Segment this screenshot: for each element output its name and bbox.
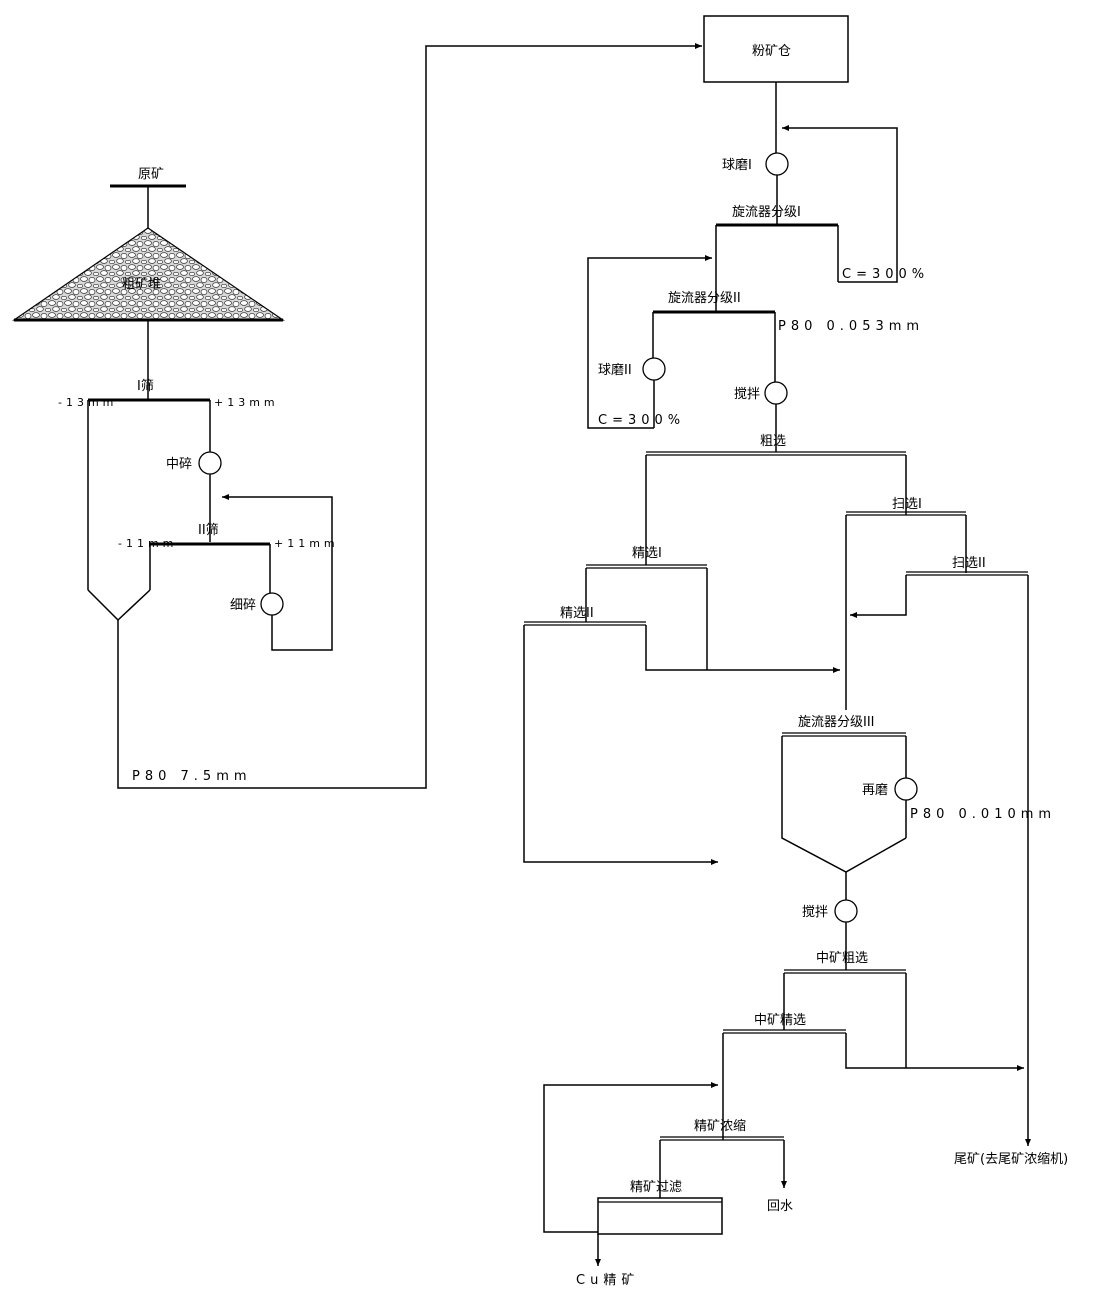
cleaner-1-label: 精选I — [632, 546, 662, 561]
middling-cleaner-label: 中矿精选 — [754, 1013, 806, 1028]
screen-2-minus-label: -11mm — [118, 537, 177, 550]
regrind-p80-label: P80 0.010mm — [910, 807, 1056, 822]
middling-rougher-label: 中矿粗选 — [816, 951, 868, 966]
raw-ore-label: 原矿 — [138, 167, 164, 182]
filter-unit — [597, 1197, 723, 1235]
ball-mill-2-icon — [642, 357, 666, 381]
conc-thicken-label: 精矿浓缩 — [694, 1118, 746, 1134]
screen-1-label: I筛 — [137, 379, 154, 394]
scavenger-2-label: 扫选II — [952, 556, 986, 571]
cyclone-1-label: 旋流器分级I — [732, 205, 801, 220]
fine-ore-bin — [703, 15, 849, 83]
rougher-label: 粗选 — [760, 434, 786, 449]
regrind-mill-icon — [894, 777, 918, 801]
regrind-label: 再磨 — [862, 783, 888, 798]
screen-1-plus-label: +13mm — [214, 396, 279, 409]
grind-p80-label: P80 0.053mm — [778, 319, 924, 334]
crush-p80-label: P80 7.5mm — [132, 769, 252, 784]
cyclone-3-label: 旋流器分级III — [798, 715, 875, 730]
concentrate-handling: 精矿浓缩 回水 精矿过滤 Cu精矿 — [543, 1082, 793, 1288]
ball-mill-1-label: 球磨I — [722, 158, 752, 173]
coarse-pile-label: 粗矿堆 — [122, 277, 161, 292]
coarse-ore-pile — [12, 227, 285, 321]
fine-crusher-icon — [260, 592, 284, 616]
crushing-circuit: 原矿 粗矿堆 I筛 -13mm +13mm 中碎 II筛 -11mm +11mm… — [12, 43, 702, 789]
screen-2-plus-label: +11mm — [274, 537, 339, 550]
cleaner-2-label: 精选II — [560, 606, 594, 621]
ball-mill-2-label: 球磨II — [598, 363, 632, 378]
agitator-2-icon — [834, 899, 858, 923]
cyclone-2-label: 旋流器分级II — [668, 291, 741, 306]
grinding-circuit: 粉矿仓 球磨I 旋流器分级I C=300% 旋流器分级II P80 0.053m… — [587, 15, 929, 452]
medium-crush-label: 中碎 — [166, 457, 192, 472]
ball-mill-1-icon — [765, 152, 789, 176]
return-water-label: 回水 — [767, 1199, 793, 1214]
medium-crusher-icon — [198, 451, 222, 475]
fine-bin-label: 粉矿仓 — [752, 44, 791, 59]
tailings-label: 尾矿(去尾矿浓缩机) — [954, 1151, 1068, 1167]
agitator-2-label: 搅拌 — [802, 904, 828, 920]
screen-1-minus-label: -13mm — [58, 396, 117, 409]
c300-1-label: C=300% — [842, 267, 929, 282]
cu-concentrate-label: Cu精矿 — [576, 1273, 639, 1288]
c300-2-label: C=300% — [598, 413, 685, 428]
screen-2-label: II筛 — [198, 523, 219, 538]
agitator-1-icon — [764, 381, 788, 405]
conc-filter-label: 精矿过滤 — [630, 1180, 682, 1195]
fine-crush-label: 细碎 — [230, 598, 256, 613]
agitator-1-label: 搅拌 — [734, 386, 760, 402]
flotation-circuit: 粗选 扫选I 扫选II 精选I 精选II 旋流器分级III 再磨 P80 0.0… — [523, 434, 1068, 1167]
scavenger-1-label: 扫选I — [892, 497, 922, 512]
